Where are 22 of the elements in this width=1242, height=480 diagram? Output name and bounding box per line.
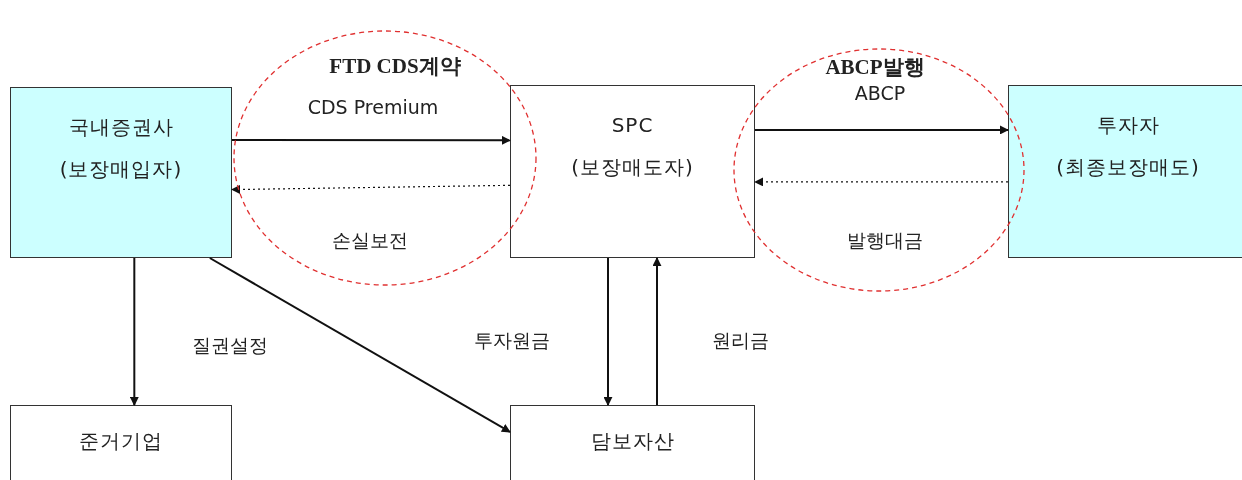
box-label: 국내증권사 [68,114,174,141]
box-label: 준거기업 [79,428,163,455]
box-label: 투자자 [1096,112,1160,139]
entity-box [510,405,755,480]
box-label: SPC [611,112,654,139]
arrow [231,184,511,194]
arrow [754,125,1009,135]
entity-box [10,405,232,480]
box-label: (보장매도자) [571,154,694,181]
arrow [208,257,511,433]
box-label: (보장매입자) [59,156,183,183]
arrow [652,257,662,406]
box-label: (최종보장매도) [1056,154,1200,181]
arrow [603,257,613,406]
group-heading: FTD CDS계약 [329,53,461,81]
arrow [231,135,511,145]
entity-box [510,85,755,258]
box-label: 담보자산 [590,428,675,455]
entity-box [10,87,232,258]
entity-box [1008,85,1242,258]
arrow [129,257,139,406]
arrow [754,177,1009,187]
